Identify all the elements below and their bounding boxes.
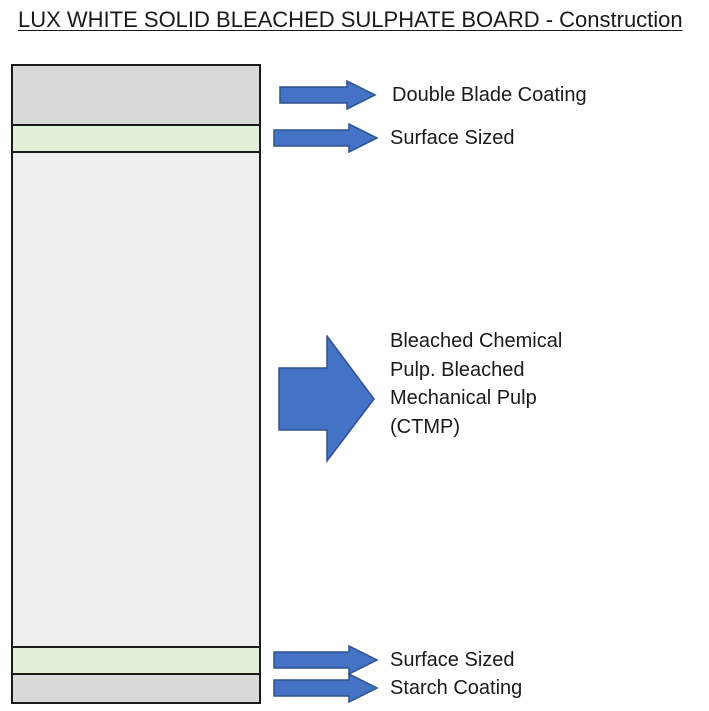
arrow-right-icon	[278, 335, 375, 463]
arrow-right-icon	[273, 673, 379, 703]
layer-pulp-core	[13, 153, 259, 646]
label-pulp-core: Bleached Chemical Pulp. Bleached Mechani…	[390, 330, 563, 438]
layer-surface-sized-bottom	[13, 646, 259, 675]
diagram-title: LUX WHITE SOLID BLEACHED SULPHATE BOARD …	[18, 7, 683, 32]
arrow-right-icon	[279, 80, 377, 110]
layer-double-blade-coating	[13, 66, 259, 124]
board-cross-section	[11, 64, 261, 704]
layer-starch-coating	[13, 675, 259, 702]
label-double-blade-coating: Double Blade Coating	[392, 84, 587, 106]
arrow-right-icon	[273, 123, 379, 153]
layer-surface-sized-top	[13, 124, 259, 153]
arrow-right-icon	[273, 645, 379, 675]
label-starch-coating: Starch Coating	[390, 677, 523, 699]
label-surface-sized-top: Surface Sized	[390, 127, 515, 149]
label-surface-sized-bottom: Surface Sized	[390, 649, 515, 671]
